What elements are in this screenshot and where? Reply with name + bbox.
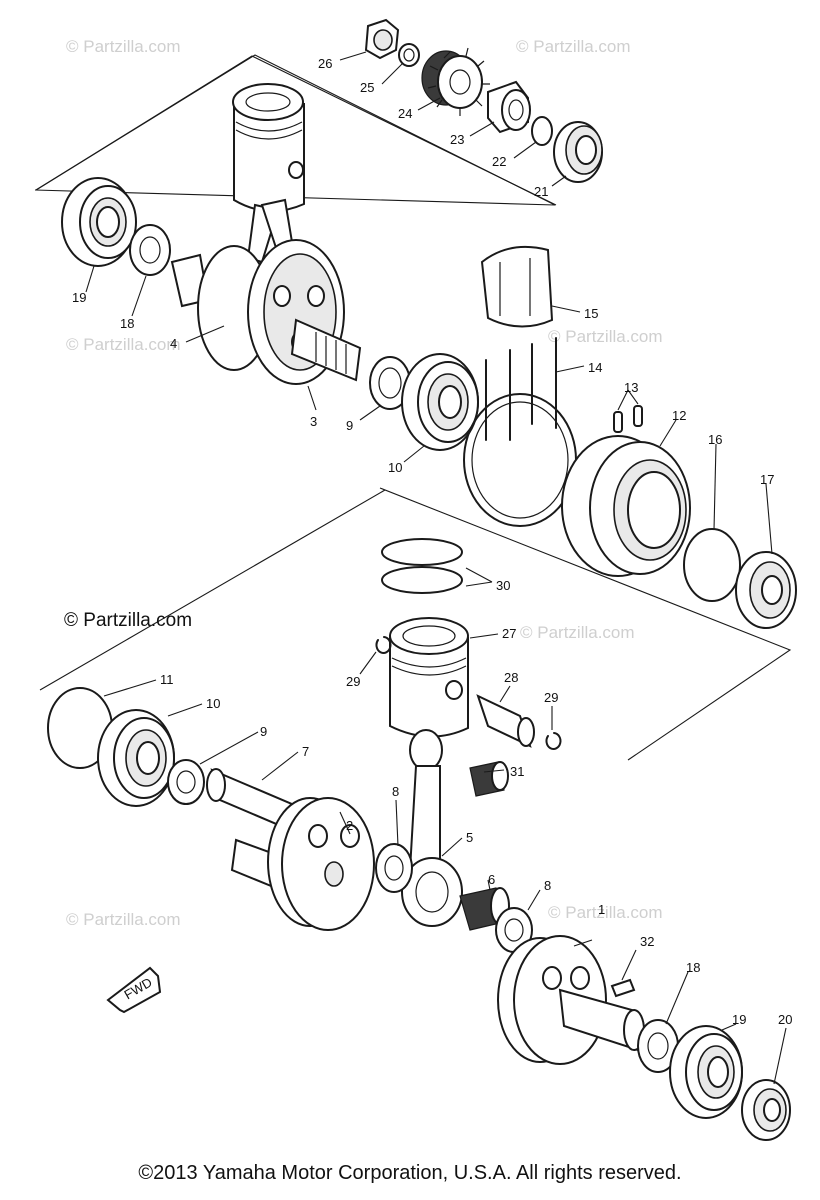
callout-11: 11 bbox=[160, 672, 174, 687]
leader-lines bbox=[85, 51, 787, 1085]
callout-12: 12 bbox=[672, 408, 686, 423]
o-ring-22 bbox=[531, 116, 553, 146]
bearing-10-lower bbox=[97, 709, 175, 807]
bearing-19-lower bbox=[669, 1025, 743, 1119]
piston-pin-28 bbox=[476, 694, 535, 748]
upper-crank-assembly bbox=[61, 83, 797, 629]
callout-6: 6 bbox=[488, 872, 495, 887]
shim-9-lower bbox=[167, 759, 205, 805]
callout-9-lower: 9 bbox=[260, 724, 267, 739]
watermark-6: © Partzilla.com bbox=[66, 910, 181, 929]
callout-29-left: 29 bbox=[346, 674, 360, 689]
dowel-pins-13 bbox=[613, 405, 643, 433]
callout-25: 25 bbox=[360, 80, 374, 95]
piston-rings-30 bbox=[381, 538, 463, 594]
seal-ring-14 bbox=[463, 337, 577, 527]
upper-piston bbox=[232, 83, 305, 264]
bearing-19-upper bbox=[61, 177, 137, 267]
middle-assembly-boundary bbox=[379, 487, 792, 761]
housing-12 bbox=[561, 435, 691, 577]
callout-14: 14 bbox=[588, 360, 602, 375]
callout-labels: 26 25 24 23 22 21 19 18 4 3 9 10 15 14 1… bbox=[72, 56, 792, 1027]
callout-16: 16 bbox=[708, 432, 722, 447]
oil-seal-20 bbox=[741, 1079, 791, 1141]
callout-8-right: 8 bbox=[544, 878, 551, 893]
callout-13: 13 bbox=[624, 380, 638, 395]
lower-assembly-boundary bbox=[39, 489, 386, 691]
watermark-4: © Partzilla.com bbox=[548, 327, 663, 346]
upper-assembly-boundary-lines bbox=[35, 55, 557, 206]
fwd-arrow: FWD bbox=[106, 966, 162, 1014]
callout-27: 27 bbox=[502, 626, 516, 641]
callout-19-upper: 19 bbox=[72, 290, 86, 305]
callout-15: 15 bbox=[584, 306, 598, 321]
watermark-1: © Partzilla.com bbox=[66, 37, 181, 56]
oil-pump-drive-parts bbox=[364, 18, 603, 183]
callout-23: 23 bbox=[450, 132, 464, 147]
watermark-2: © Partzilla.com bbox=[516, 37, 631, 56]
callout-30: 30 bbox=[496, 578, 510, 593]
watermarks: © Partzilla.com © Partzilla.com © Partzi… bbox=[66, 37, 663, 929]
callout-28: 28 bbox=[504, 670, 518, 685]
washer-8-left bbox=[375, 843, 413, 893]
callout-4: 4 bbox=[170, 336, 177, 351]
washer-8-right bbox=[495, 907, 533, 953]
callout-1: 1 bbox=[598, 902, 605, 917]
bearing-10-upper bbox=[401, 353, 479, 451]
needle-bearing-31 bbox=[469, 761, 509, 797]
washer-25 bbox=[398, 43, 420, 67]
lower-piston-assembly bbox=[375, 538, 562, 953]
callout-10-upper: 10 bbox=[388, 460, 402, 475]
circlip-16 bbox=[683, 528, 741, 602]
callout-7: 7 bbox=[302, 744, 309, 759]
callout-5: 5 bbox=[466, 830, 473, 845]
connecting-rod-5 bbox=[401, 729, 463, 927]
callout-29-right: 29 bbox=[544, 690, 558, 705]
callout-18-upper: 18 bbox=[120, 316, 134, 331]
callout-9-upper: 9 bbox=[346, 418, 353, 433]
watermark-3: © Partzilla.com bbox=[66, 335, 181, 354]
crank-wheel-2 bbox=[230, 797, 375, 931]
shim-18-upper bbox=[129, 224, 171, 276]
callout-20: 20 bbox=[778, 1012, 792, 1027]
callout-18-lower: 18 bbox=[686, 960, 700, 975]
callout-17: 17 bbox=[760, 472, 774, 487]
lower-crank-assembly bbox=[47, 687, 791, 1141]
copyright-footer: ©2013 Yamaha Motor Corporation, U.S.A. A… bbox=[138, 1162, 682, 1184]
watermark-5: © Partzilla.com bbox=[520, 623, 635, 642]
piston-clip-29-right bbox=[545, 732, 562, 750]
oil-seal-17 bbox=[735, 551, 797, 629]
gear-24 bbox=[421, 47, 490, 116]
watermark-7: © Partzilla.com bbox=[548, 903, 663, 922]
nut-26 bbox=[364, 18, 400, 60]
oil-seal-21 bbox=[553, 121, 603, 183]
shim-18-lower bbox=[637, 1019, 679, 1073]
callout-8-left: 8 bbox=[392, 784, 399, 799]
woodruff-key-32 bbox=[610, 978, 636, 998]
collar-23 bbox=[487, 80, 531, 134]
crank-wheel-1 bbox=[497, 935, 645, 1065]
callout-31: 31 bbox=[510, 764, 524, 779]
callout-10-lower: 10 bbox=[206, 696, 220, 711]
callout-24: 24 bbox=[398, 106, 412, 121]
callout-22: 22 bbox=[492, 154, 506, 169]
callout-21: 21 bbox=[534, 184, 548, 199]
piston-27 bbox=[389, 617, 469, 738]
callout-2: 2 bbox=[346, 818, 353, 833]
callout-26: 26 bbox=[318, 56, 332, 71]
partzilla-copyright-mark: © Partzilla.com bbox=[64, 610, 193, 631]
callout-19-lower: 19 bbox=[732, 1012, 746, 1027]
labyrinth-block-15 bbox=[480, 245, 554, 328]
piston-clip-29-left bbox=[375, 636, 392, 654]
callout-3: 3 bbox=[310, 414, 317, 429]
crankshaft-3-upper bbox=[170, 239, 362, 385]
callout-32: 32 bbox=[640, 934, 654, 949]
